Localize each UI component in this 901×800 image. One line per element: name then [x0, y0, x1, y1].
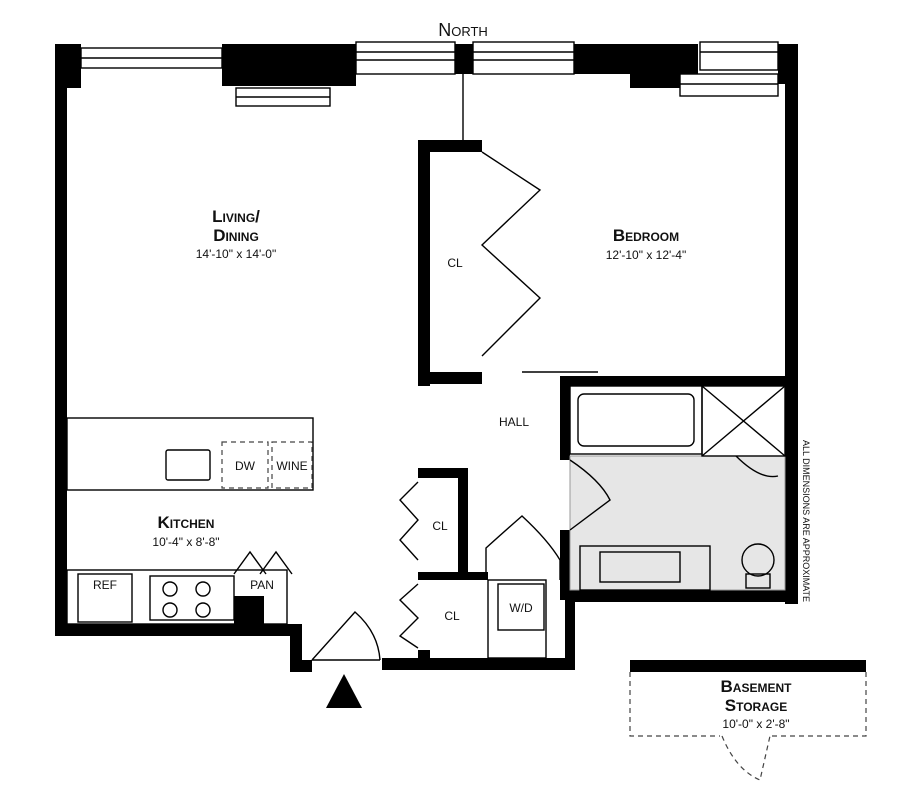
partitions [462, 74, 598, 373]
entry-door [311, 611, 381, 661]
compass-label: North [438, 20, 488, 40]
washer-dryer-label: W/D [509, 601, 533, 615]
hall-closet-doors-lower [398, 583, 419, 649]
dishwasher-label: DW [235, 459, 256, 473]
hall-closet-doors-upper [399, 481, 419, 561]
refrigerator-label: REF [93, 578, 117, 592]
entry-arrow-icon [326, 674, 362, 708]
walls [55, 44, 866, 672]
bathroom [569, 385, 786, 591]
hall-closet-upper-label: CL [432, 519, 448, 533]
kitchen-island [66, 417, 314, 491]
washer-dryer [485, 515, 561, 659]
windows [80, 41, 779, 107]
storage-name-line2: Storage [725, 696, 787, 715]
storage-dimensions: 10'-0" x 2'-8" [722, 717, 789, 731]
pantry-label: PAN [250, 578, 274, 592]
bedroom-name: Bedroom [613, 226, 679, 245]
living-room-dimensions: 14'-10" x 14'-0" [196, 247, 276, 261]
hall-label: HALL [499, 415, 529, 429]
hall-closet-lower-label: CL [444, 609, 460, 623]
bedroom-closet-doors [480, 151, 542, 357]
kitchen-dimensions: 10'-4" x 8'-8" [152, 535, 219, 549]
living-room-name-line2: Dining [213, 226, 259, 245]
bedroom-closet-label: CL [447, 256, 463, 270]
basement-storage-outline [629, 672, 867, 781]
bedroom-dimensions: 12'-10" x 12'-4" [606, 248, 686, 262]
wine-label: WINE [276, 459, 307, 473]
storage-name-line1: Basement [721, 677, 793, 696]
kitchen-name: Kitchen [158, 513, 215, 532]
approx-dimensions-note: ALL DIMENSIONS ARE APPROXIMATE [801, 440, 811, 602]
living-room-name-line1: Living/ [212, 207, 260, 226]
kitchen-counter [66, 550, 293, 625]
